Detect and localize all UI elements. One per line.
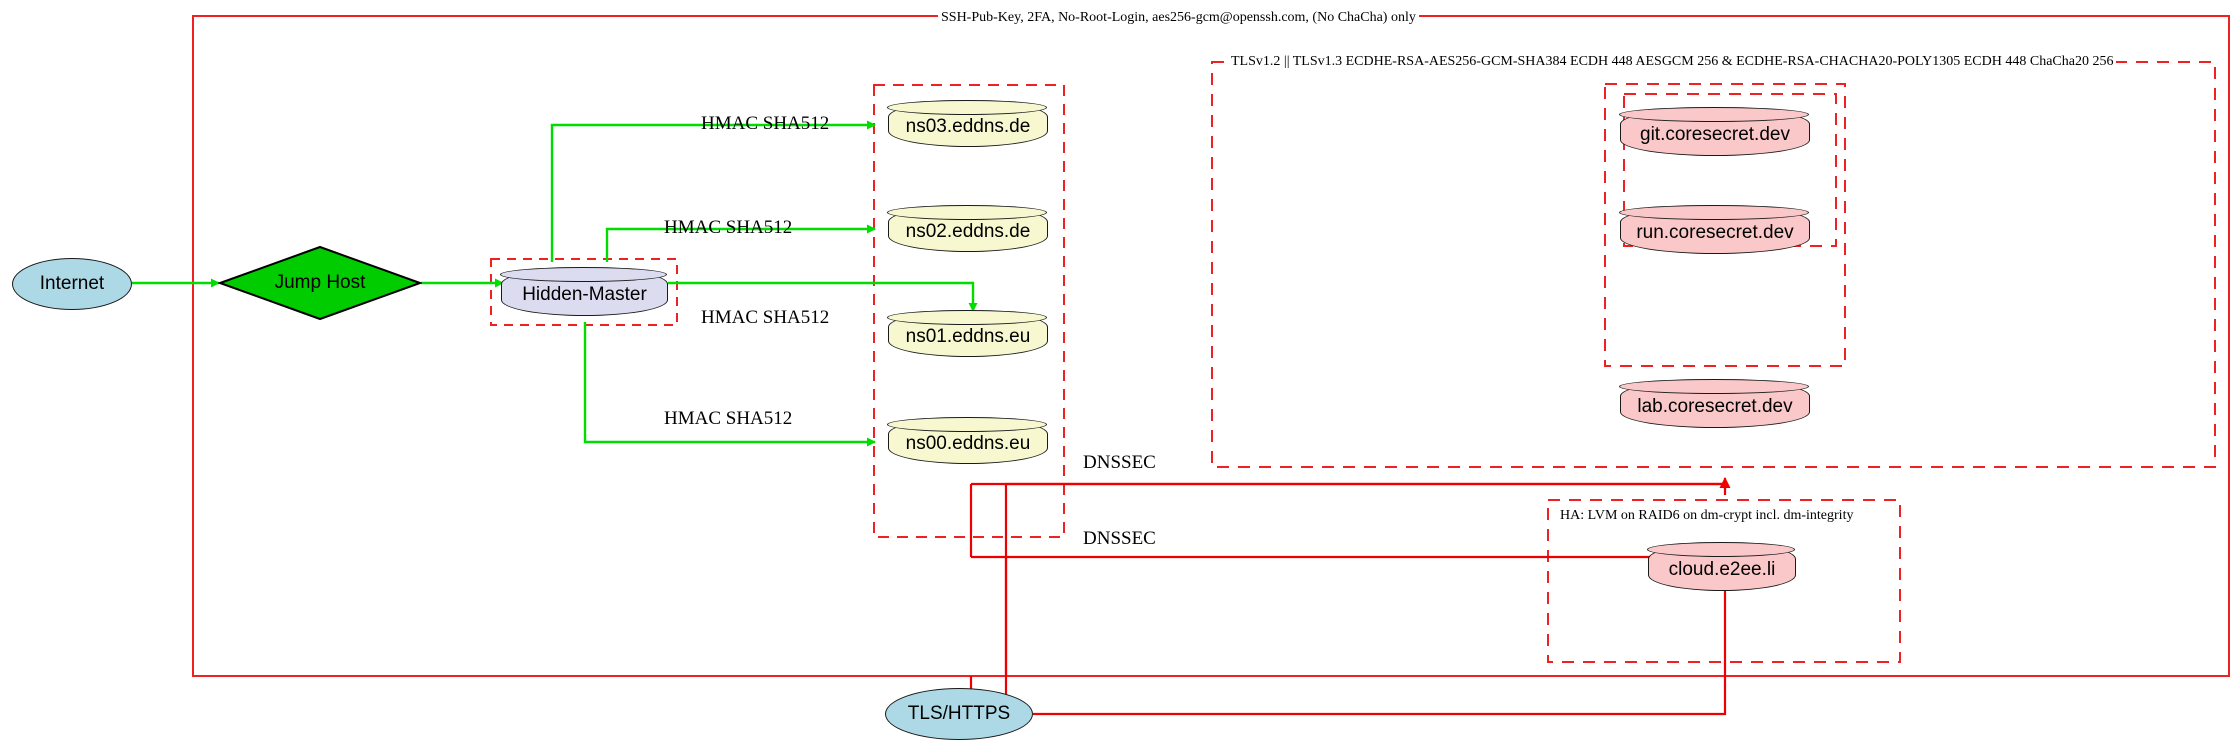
edge-hiddenmaster-ns03 — [550, 120, 876, 262]
node-internet[interactable]: Internet — [12, 258, 132, 310]
cluster-label-tls-zone: TLSv1.2 || TLSv1.3 ECDHE-RSA-AES256-GCM-… — [1228, 54, 2117, 70]
node-internet-label: Internet — [39, 273, 105, 294]
node-tls-https-label: TLS/HTTPS — [907, 703, 1011, 724]
node-ns03-label: ns03.eddns.de — [905, 116, 1031, 137]
node-ns03[interactable]: ns03.eddns.de — [887, 100, 1048, 147]
node-cloud-e2ee[interactable]: cloud.e2ee.li — [1647, 542, 1796, 591]
node-ns00-label: ns00.eddns.eu — [905, 433, 1031, 454]
node-ns01[interactable]: ns01.eddns.eu — [887, 310, 1048, 357]
cluster-label-ssh-zone: SSH-Pub-Key, 2FA, No-Root-Login, aes256-… — [938, 10, 1419, 26]
node-jump-host[interactable]: Jump Host — [218, 245, 422, 321]
edge-label-hmac-ns03: HMAC SHA512 — [701, 113, 830, 134]
node-ns02-label: ns02.eddns.de — [905, 221, 1031, 242]
edge-label-hmac-ns02: HMAC SHA512 — [664, 217, 793, 238]
cluster-label-ha-zone: HA: LVM on RAID6 on dm-crypt incl. dm-in… — [1557, 508, 1857, 524]
cluster-ha-zone — [1547, 499, 1901, 663]
node-run-coresecret[interactable]: run.coresecret.dev — [1619, 205, 1810, 254]
node-run-coresecret-label: run.coresecret.dev — [1636, 222, 1794, 243]
edge-hiddenmaster-ns00 — [583, 322, 876, 447]
edge-label-hmac-ns01: HMAC SHA512 — [701, 307, 830, 328]
cluster-coresecret-zone — [1604, 83, 1846, 367]
edge-label-dnssec-lower: DNSSEC — [1083, 528, 1156, 549]
node-git-coresecret[interactable]: git.coresecret.dev — [1619, 107, 1810, 156]
cluster-ns-zone — [873, 84, 1065, 538]
node-tls-https[interactable]: TLS/HTTPS — [885, 688, 1033, 740]
edge-label-dnssec-upper: DNSSEC — [1083, 452, 1156, 473]
jump-host-shape — [218, 245, 422, 321]
node-lab-coresecret[interactable]: lab.coresecret.dev — [1619, 379, 1810, 428]
node-hidden-master[interactable]: Hidden-Master — [500, 267, 668, 316]
node-lab-coresecret-label: lab.coresecret.dev — [1637, 396, 1793, 417]
node-ns01-label: ns01.eddns.eu — [905, 326, 1031, 347]
edge-tlshttps-right — [1033, 560, 1727, 716]
edge-hiddenmaster-ns01 — [668, 281, 978, 312]
edge-hiddenmaster-ns02 — [605, 224, 876, 262]
node-ns00[interactable]: ns00.eddns.eu — [887, 417, 1048, 464]
node-cloud-e2ee-label: cloud.e2ee.li — [1668, 559, 1776, 580]
cluster-tls-zone — [1211, 61, 2216, 468]
edge-label-hmac-ns00: HMAC SHA512 — [664, 408, 793, 429]
node-jump-host-label: Jump Host — [274, 272, 366, 293]
node-ns02[interactable]: ns02.eddns.de — [887, 205, 1048, 252]
node-git-coresecret-label: git.coresecret.dev — [1640, 124, 1790, 145]
node-hidden-master-label: Hidden-Master — [522, 284, 647, 305]
